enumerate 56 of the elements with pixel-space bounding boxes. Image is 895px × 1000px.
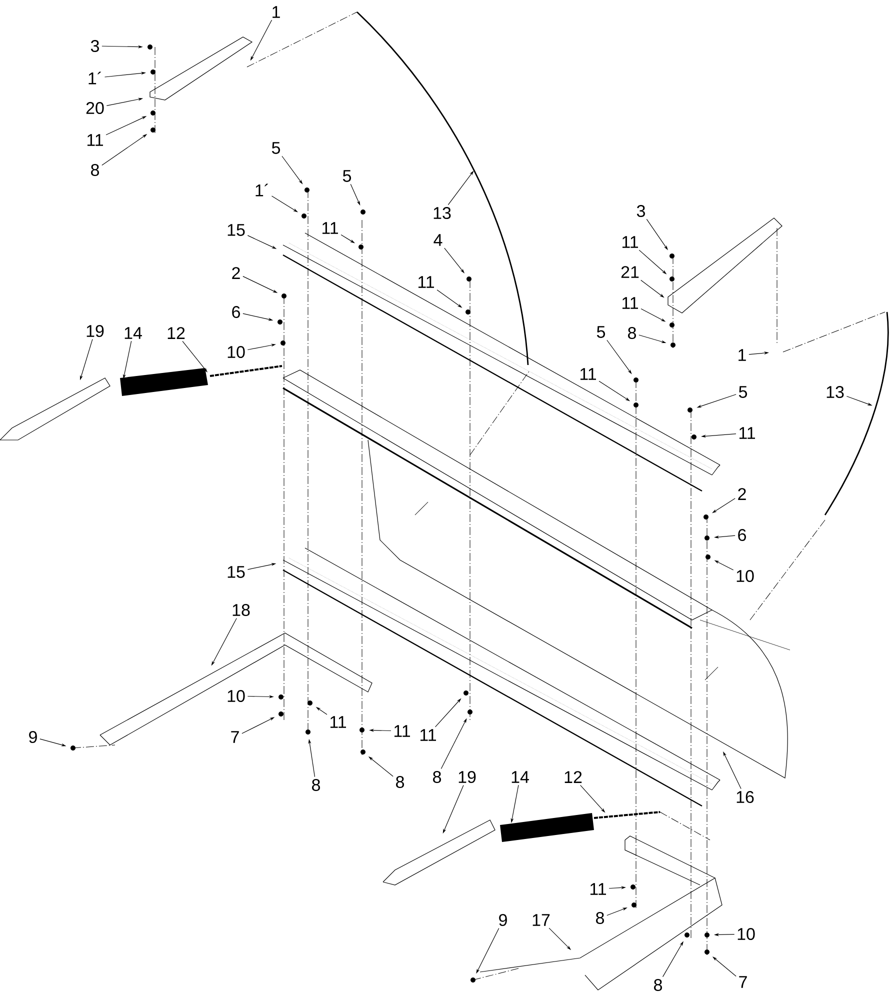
callout-number: 5 xyxy=(596,326,606,338)
callout-number: 8 xyxy=(628,326,636,340)
callout-number: 5 xyxy=(272,142,280,154)
callout-number: 10 xyxy=(228,690,245,702)
callout-number: 17 xyxy=(532,914,550,926)
callout-number: 15 xyxy=(228,224,245,236)
callout-number: 13 xyxy=(826,386,844,398)
callout-number: 11 xyxy=(394,725,410,737)
callout-number: 1´ xyxy=(256,184,268,196)
callout-number: 13 xyxy=(434,206,451,220)
callout-number: 11 xyxy=(418,276,434,288)
callout-number: 9 xyxy=(499,914,507,926)
callout-number: 1 xyxy=(272,6,280,18)
callout-number: 5 xyxy=(342,170,351,182)
callout-number: 11 xyxy=(590,883,606,895)
callout-number: 11 xyxy=(322,222,338,234)
callout-number: 8 xyxy=(596,912,604,924)
callout-number: 1 xyxy=(738,349,746,361)
callout-number: 10 xyxy=(736,570,754,582)
callout-number: 5 xyxy=(738,386,748,398)
callout-number: 10 xyxy=(228,346,245,358)
callout-number: 15 xyxy=(228,566,245,578)
callout-number: 8 xyxy=(396,776,404,788)
callout-number: 7 xyxy=(739,976,747,988)
callout-number: 8 xyxy=(312,778,320,792)
callout-number: 18 xyxy=(232,604,250,616)
callout-number: 14 xyxy=(512,771,529,783)
callout-number: 3 xyxy=(636,204,645,218)
callout-number: 11 xyxy=(420,729,436,741)
callout-number: 19 xyxy=(86,324,104,338)
callout-number: 16 xyxy=(736,790,754,804)
callout-number: 11 xyxy=(622,236,638,248)
callout-number: 4 xyxy=(434,234,442,246)
callout-number: 11 xyxy=(330,716,346,728)
callout-number: 12 xyxy=(168,327,185,339)
callout-number: 12 xyxy=(564,771,582,783)
callout-number: 8 xyxy=(433,770,441,784)
callout-number: 20 xyxy=(86,102,104,114)
callout-number: 14 xyxy=(124,327,142,339)
callout-number: 11 xyxy=(580,368,596,380)
callout-number: 2 xyxy=(738,488,746,500)
callout-number: 11 xyxy=(739,427,755,439)
callout-number: 19 xyxy=(458,770,476,784)
callout-number: 6 xyxy=(738,528,746,542)
callout-number: 1´ xyxy=(88,72,102,84)
callout-number: 7 xyxy=(231,731,239,743)
callout-number: 10 xyxy=(738,928,755,940)
callout-number: 8 xyxy=(91,164,99,176)
callout-number: 3 xyxy=(90,40,99,52)
callout-number: 21 xyxy=(621,266,639,278)
callout-number: 11 xyxy=(622,297,638,309)
callout-number: 6 xyxy=(232,306,240,318)
callout-number: 8 xyxy=(654,979,662,992)
callout-number: 2 xyxy=(232,267,240,279)
callout-number: 11 xyxy=(87,134,103,146)
callout-number: 9 xyxy=(29,730,37,744)
